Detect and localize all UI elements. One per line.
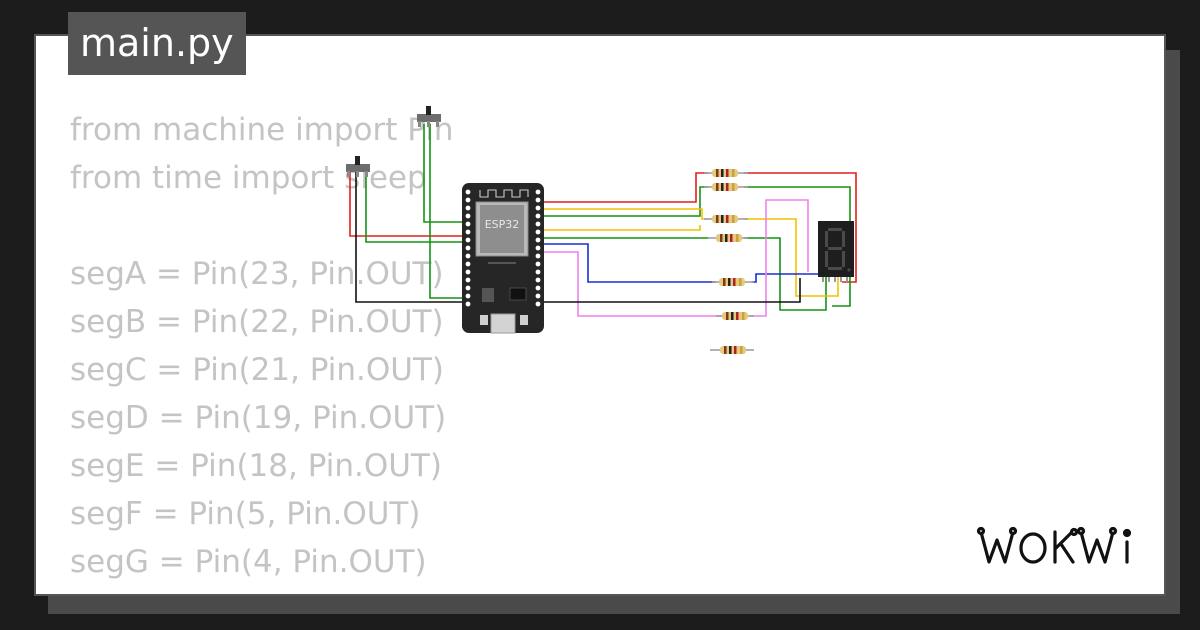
resistor-1[interactable] [704,169,748,177]
wire-black-gnd [355,172,801,303]
resistor-4[interactable] [708,234,748,242]
resistor-3[interactable] [704,215,748,223]
code-line-4: segA = Pin(23, Pin.OUT) [70,256,444,292]
code-line-8: segE = Pin(18, Pin.OUT) [70,448,442,484]
esp32-label: ESP32 [485,218,520,231]
wire-green-switch-side [365,172,466,243]
file-tab[interactable]: main.py [68,12,246,75]
slide-switch-left[interactable] [346,156,370,177]
wire-blue-seg [540,243,716,283]
esp32-pins-left [465,189,471,307]
code-line-9: segF = Pin(5, Pin.OUT) [70,496,421,532]
code-line-6: segC = Pin(21, Pin.OUT) [70,352,444,388]
chip [482,288,494,302]
wire-red-switch [349,169,466,237]
esp32-pins-right [535,189,541,307]
wire-pink-display [750,199,809,317]
wire-red-display [744,172,857,283]
resistor-2[interactable] [704,183,748,191]
resistor-5[interactable] [712,278,754,286]
resistor-7[interactable] [710,346,754,354]
esp32-board[interactable]: ESP32 [462,183,544,334]
wire-yellow-seg2 [540,225,701,231]
resistor-6[interactable] [716,312,754,320]
slide-switch-top[interactable] [417,106,441,127]
code-line-5: segB = Pin(22, Pin.OUT) [70,304,444,340]
usb-port [490,313,516,334]
display-segments [825,228,851,272]
resistors [704,169,754,354]
code-line-2: from time import sleep [70,160,427,196]
reset-button[interactable] [520,315,528,325]
wokwi-logo[interactable] [975,522,1155,572]
wires [349,124,857,317]
code-line-7: segD = Pin(19, Pin.OUT) [70,400,447,436]
wire-green-switch-top [423,124,466,223]
wire-blue-display [752,273,820,283]
wire-green-display2 [744,237,827,311]
code-line-10: segG = Pin(4, Pin.OUT) [70,544,427,580]
antenna-trace [479,189,529,198]
wire-yellow-display [744,218,839,297]
wire-pink-seg [540,251,724,317]
seven-segment-display[interactable] [818,221,854,282]
boot-button[interactable] [480,315,488,325]
wire-red-seg [540,172,708,203]
display-pins [822,277,848,282]
wire-yellow-seg [540,208,708,220]
